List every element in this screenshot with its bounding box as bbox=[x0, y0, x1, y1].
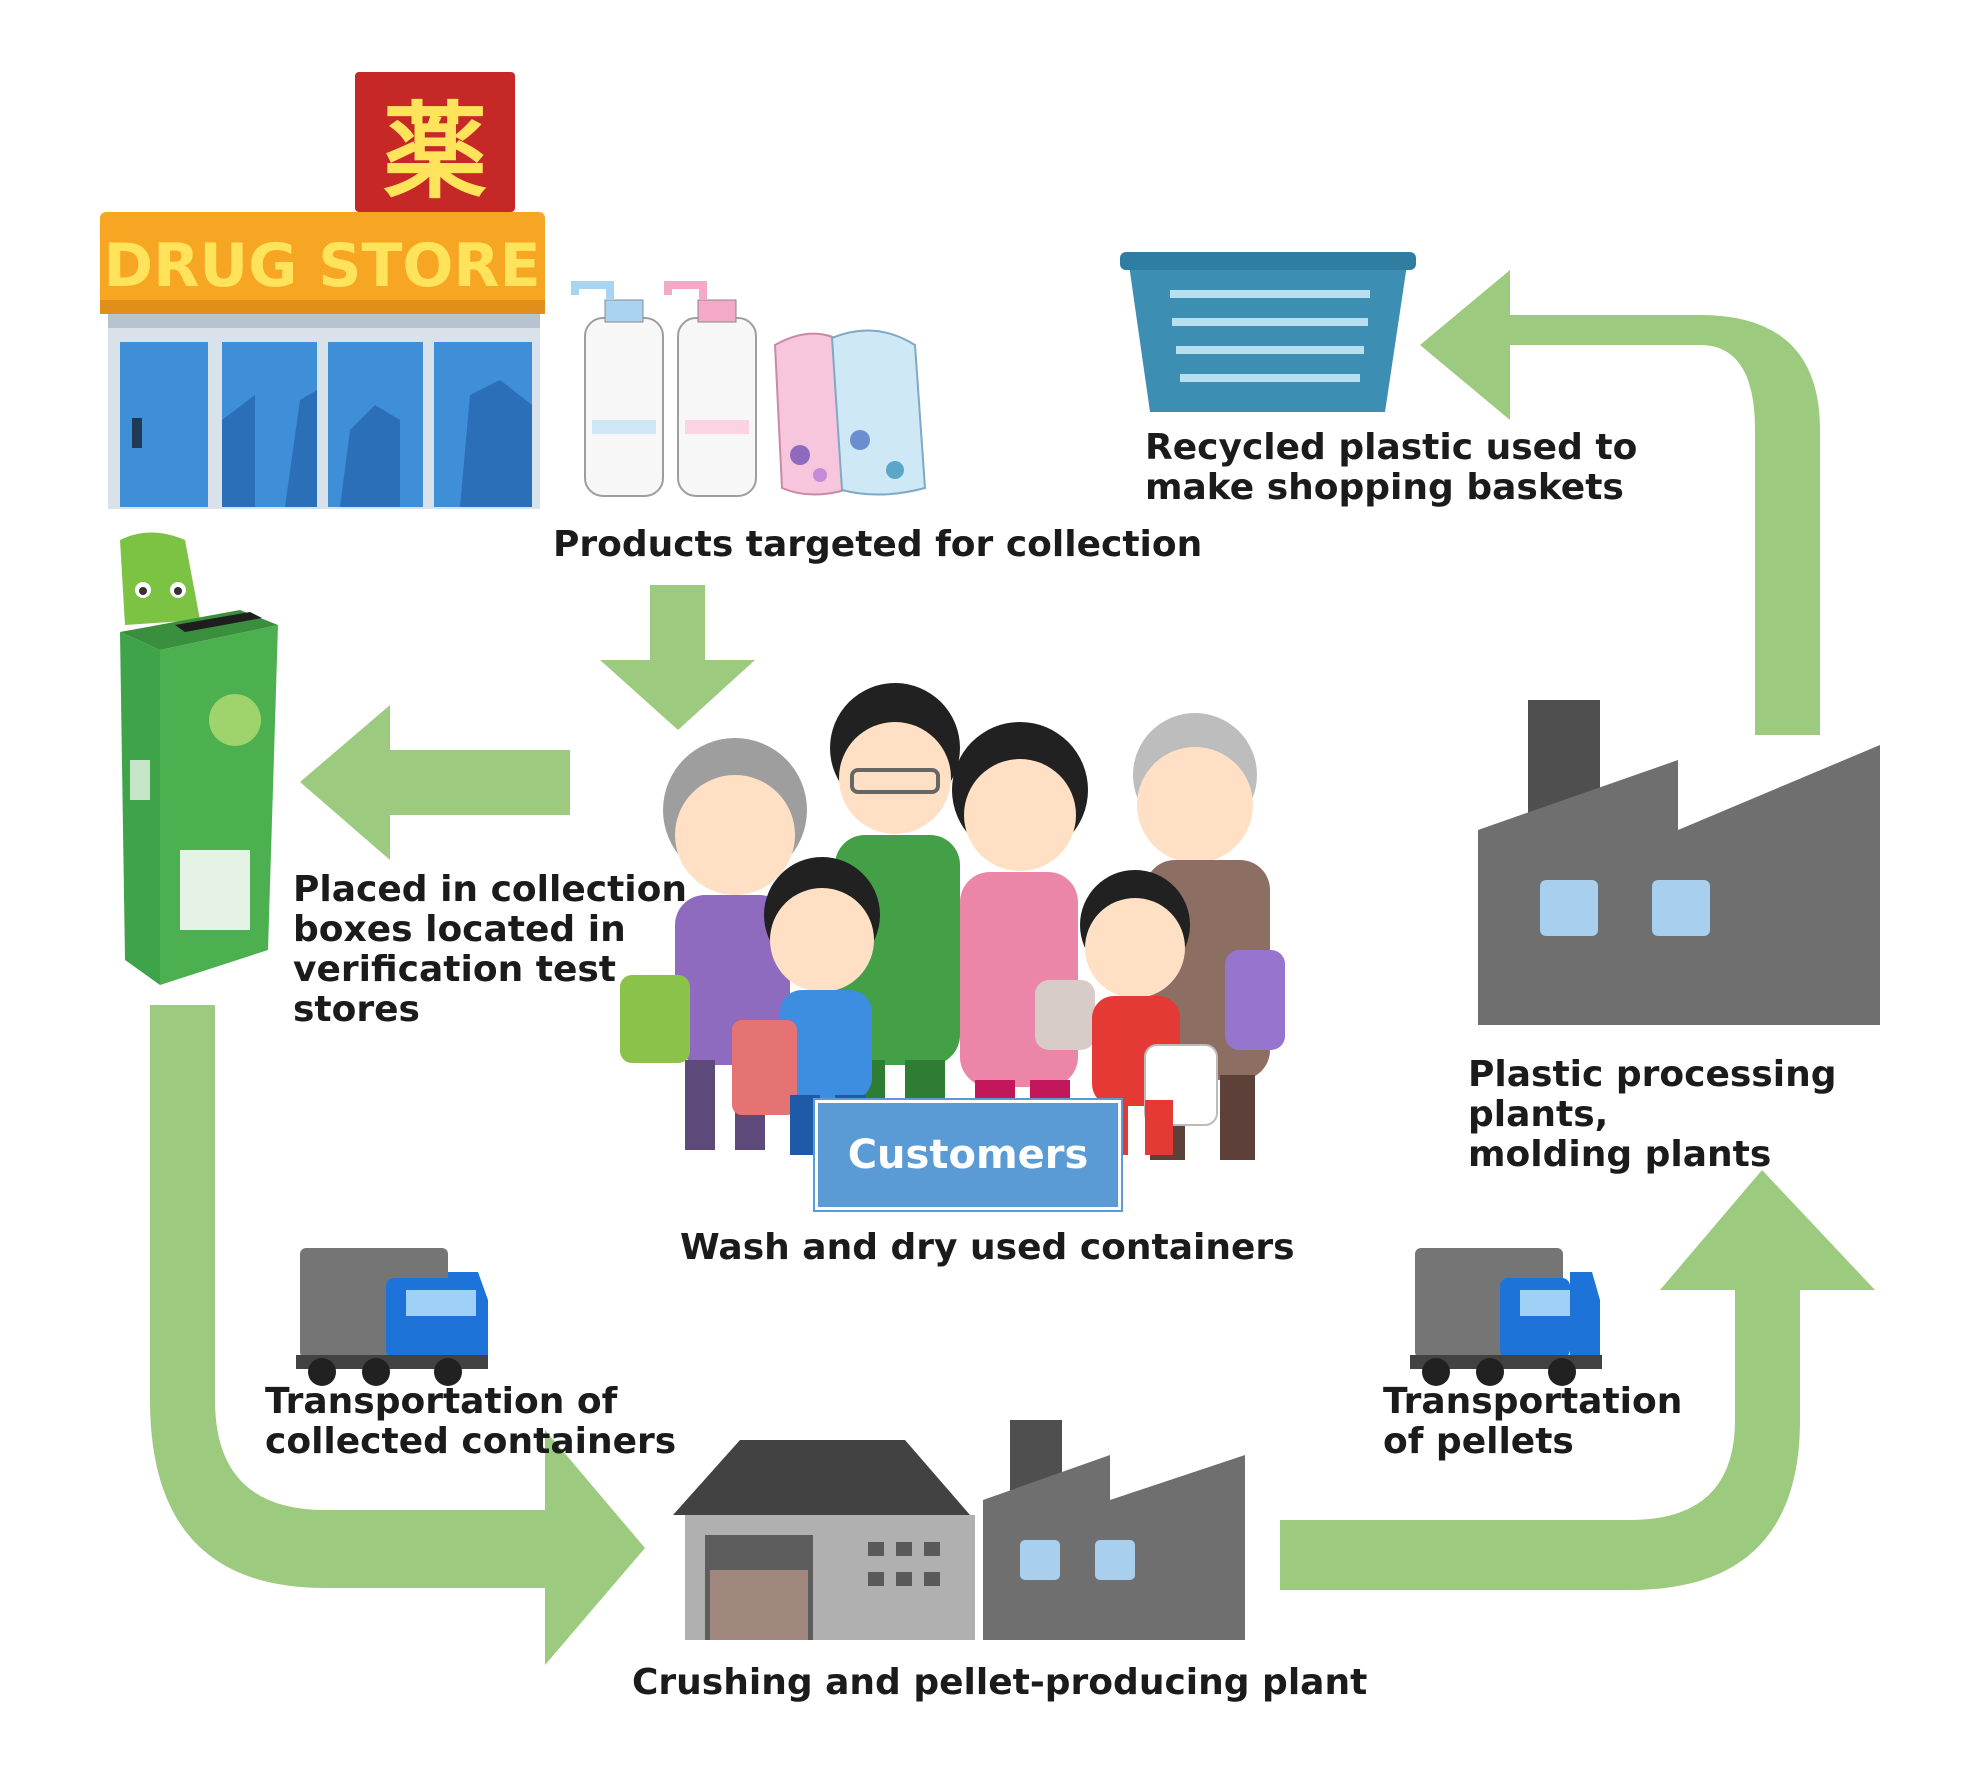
crushing-plant-illustration bbox=[673, 1420, 1245, 1640]
kanji-sign-board bbox=[355, 72, 515, 212]
collection-box-illustration bbox=[120, 532, 278, 985]
products-label: Products targeted for collection bbox=[553, 524, 1203, 565]
arrow-customers-to-box bbox=[300, 705, 570, 860]
truck-right-icon bbox=[1410, 1248, 1602, 1386]
processing-plants-label: Plastic processing plants, molding plant… bbox=[1468, 1054, 1837, 1175]
drug-store-illustration: 薬 DRUG STORE bbox=[100, 72, 545, 509]
arrow-box-to-crushing-plant bbox=[150, 1005, 645, 1665]
transport-pellets-label: Transportation of pellets bbox=[1383, 1381, 1683, 1462]
products-illustration bbox=[571, 281, 927, 497]
wash-dry-label: Wash and dry used containers bbox=[680, 1227, 1295, 1268]
processing-factory-illustration bbox=[1478, 700, 1880, 1025]
arrow-crushing-to-processing bbox=[1280, 1170, 1875, 1590]
kanji-sign-text: 薬 bbox=[383, 91, 487, 213]
customers-illustration bbox=[620, 683, 1285, 1160]
customers-badge: Customers bbox=[815, 1100, 1121, 1210]
collection-box-front bbox=[120, 632, 160, 985]
truck-left-icon bbox=[296, 1248, 488, 1386]
flow-arrows bbox=[150, 270, 1875, 1665]
arrow-products-to-customers bbox=[600, 585, 755, 730]
collection-boxes-label: Placed in collection boxes located in ve… bbox=[293, 869, 687, 1030]
collection-box-side bbox=[160, 625, 278, 985]
shopping-basket-illustration bbox=[1120, 252, 1416, 412]
arrow-processing-to-baskets bbox=[1420, 270, 1820, 735]
store-sign-text: DRUG STORE bbox=[103, 231, 540, 301]
transport-collected-label: Transportation of collected containers bbox=[265, 1381, 677, 1462]
recycled-plastic-label: Recycled plastic used to make shopping b… bbox=[1145, 427, 1638, 508]
store-sign-board bbox=[100, 212, 545, 314]
crushing-plant-label: Crushing and pellet-producing plant bbox=[632, 1662, 1368, 1703]
